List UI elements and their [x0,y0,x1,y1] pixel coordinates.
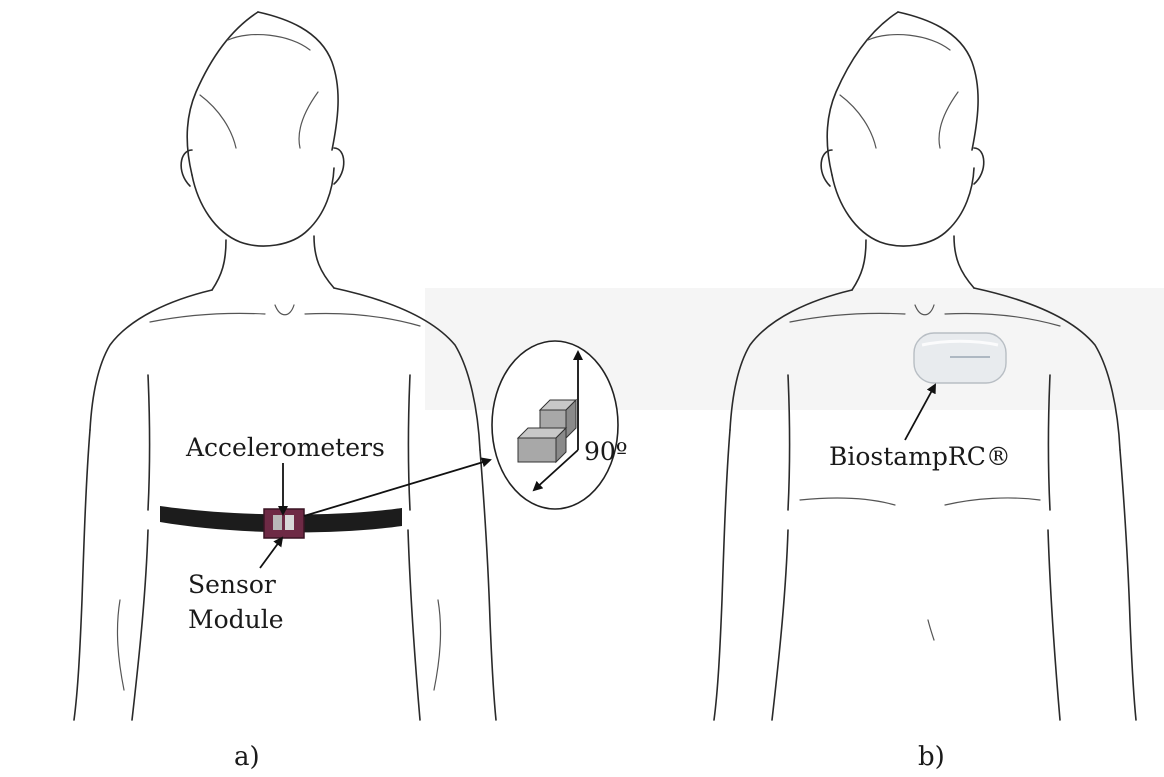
accelerometers-label: Accelerometers [185,433,385,462]
panel-b-label: b) [918,742,945,772]
sensor-module-arrow [260,538,282,568]
angle-label: 90º [584,437,628,466]
sensor-module-label-line2: Module [188,605,284,634]
sensor-module-label-line1: Sensor [188,570,276,599]
biostamp-label: BiostampRC® [829,442,1011,471]
sensor-module [264,509,304,538]
biostamp-device [914,333,1006,383]
panel-a-label: a) [234,742,260,772]
magnify-leader-arrow [304,460,490,516]
